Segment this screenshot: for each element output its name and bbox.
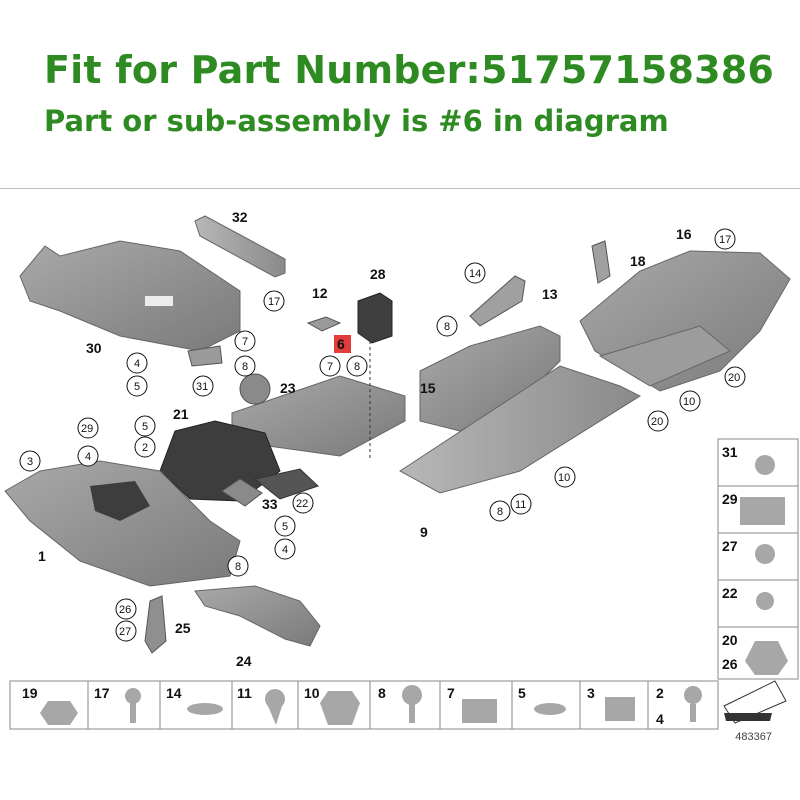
label-2a: 2 bbox=[142, 442, 148, 454]
bottom-label-19: 19 bbox=[22, 685, 38, 701]
bottom-label-2: 2 bbox=[656, 685, 664, 701]
bottom-label-3: 3 bbox=[587, 685, 595, 701]
label-16: 16 bbox=[676, 226, 692, 242]
part-13-bracket bbox=[469, 275, 526, 327]
label-5a: 5 bbox=[134, 381, 140, 393]
label-5c: 5 bbox=[282, 521, 288, 533]
label-17a: 17 bbox=[268, 296, 280, 308]
part-12-bracket bbox=[306, 316, 342, 332]
part-18-bracket bbox=[591, 240, 611, 284]
label-20b: 20 bbox=[651, 416, 663, 428]
label-33: 33 bbox=[262, 496, 278, 512]
part-24-shield bbox=[194, 585, 321, 647]
label-23: 23 bbox=[280, 380, 296, 396]
bottom-label-7: 7 bbox=[447, 685, 455, 701]
label-7b: 7 bbox=[327, 361, 333, 373]
label-29a: 29 bbox=[81, 423, 93, 435]
label-7a: 7 bbox=[242, 336, 248, 348]
part-25-bracket bbox=[144, 595, 167, 654]
part-22-shield bbox=[221, 468, 319, 507]
fastener-bottom-row: 19 17 14 11 10 8 7 5 3 2 4 bbox=[9, 680, 787, 730]
side-label-22: 22 bbox=[722, 585, 738, 601]
label-5b: 5 bbox=[142, 421, 148, 433]
side-label-29: 29 bbox=[722, 491, 738, 507]
part-10-panel bbox=[399, 365, 642, 494]
headline-part-number: Fit for Part Number:51757158386 bbox=[44, 48, 774, 92]
part-1-shield bbox=[4, 460, 241, 587]
part-32-rail bbox=[194, 215, 286, 278]
bottom-label-4: 4 bbox=[656, 711, 664, 727]
label-10b: 10 bbox=[558, 472, 570, 484]
label-9: 9 bbox=[420, 524, 428, 540]
label-24: 24 bbox=[236, 653, 252, 669]
label-8a: 8 bbox=[242, 361, 248, 373]
part-6-highlight bbox=[334, 335, 351, 353]
part-15-tunnel bbox=[419, 325, 561, 432]
label-31a: 31 bbox=[196, 381, 208, 393]
label-4a: 4 bbox=[134, 358, 140, 370]
label-12: 12 bbox=[312, 285, 328, 301]
label-22: 22 bbox=[296, 498, 308, 510]
label-20a: 20 bbox=[728, 372, 740, 384]
label-21: 21 bbox=[173, 406, 189, 422]
bottom-label-10: 10 bbox=[304, 685, 320, 701]
bottom-label-5: 5 bbox=[518, 685, 526, 701]
part-23-plug bbox=[239, 373, 271, 405]
bottom-label-8: 8 bbox=[378, 685, 386, 701]
label-15: 15 bbox=[420, 380, 436, 396]
parts-diagram: 32 17 12 28 14 13 18 16 17 30 7 8 4 5 31… bbox=[0, 188, 800, 749]
label-28: 28 bbox=[370, 266, 386, 282]
part-31-clip bbox=[187, 345, 223, 367]
part-21-insulation bbox=[159, 420, 281, 502]
label-8e: 8 bbox=[497, 506, 503, 518]
side-label-31: 31 bbox=[722, 444, 738, 460]
label-17b: 17 bbox=[719, 234, 731, 246]
part-labels: 32 17 12 28 14 13 18 16 17 30 7 8 4 5 31… bbox=[19, 209, 746, 669]
label-3a: 3 bbox=[27, 456, 33, 468]
label-8c: 8 bbox=[444, 321, 450, 333]
bottom-label-11: 11 bbox=[237, 685, 252, 701]
bottom-label-17: 17 bbox=[94, 685, 110, 701]
label-13: 13 bbox=[542, 286, 558, 302]
label-4b: 4 bbox=[85, 451, 91, 463]
label-11a: 11 bbox=[515, 499, 526, 511]
label-1: 1 bbox=[38, 548, 46, 564]
label-4c: 4 bbox=[282, 544, 288, 556]
side-label-27: 27 bbox=[722, 538, 738, 554]
label-32: 32 bbox=[232, 209, 248, 225]
side-label-26: 26 bbox=[722, 656, 738, 672]
part-28-block bbox=[357, 292, 393, 344]
label-25: 25 bbox=[175, 620, 191, 636]
label-26a: 26 bbox=[119, 604, 131, 616]
fastener-side-panel: 31 29 27 22 20 26 bbox=[717, 438, 799, 680]
label-10a: 10 bbox=[683, 396, 695, 408]
headline-subassembly-note: Part or sub-assembly is #6 in diagram bbox=[44, 104, 669, 138]
label-30: 30 bbox=[86, 340, 102, 356]
part-30-panel bbox=[19, 240, 241, 352]
label-14: 14 bbox=[469, 268, 481, 280]
diagram-reference-id: 483367 bbox=[735, 731, 772, 743]
part-20-trim bbox=[598, 325, 731, 387]
label-8d: 8 bbox=[235, 561, 241, 573]
parts-diagram-svg: 32 17 12 28 14 13 18 16 17 30 7 8 4 5 31… bbox=[4, 209, 799, 730]
label-8b: 8 bbox=[354, 361, 360, 373]
bottom-label-14: 14 bbox=[166, 685, 182, 701]
side-label-20: 20 bbox=[722, 632, 738, 648]
label-18: 18 bbox=[630, 253, 646, 269]
label-27a: 27 bbox=[119, 626, 131, 638]
label-6: 6 bbox=[337, 336, 345, 352]
